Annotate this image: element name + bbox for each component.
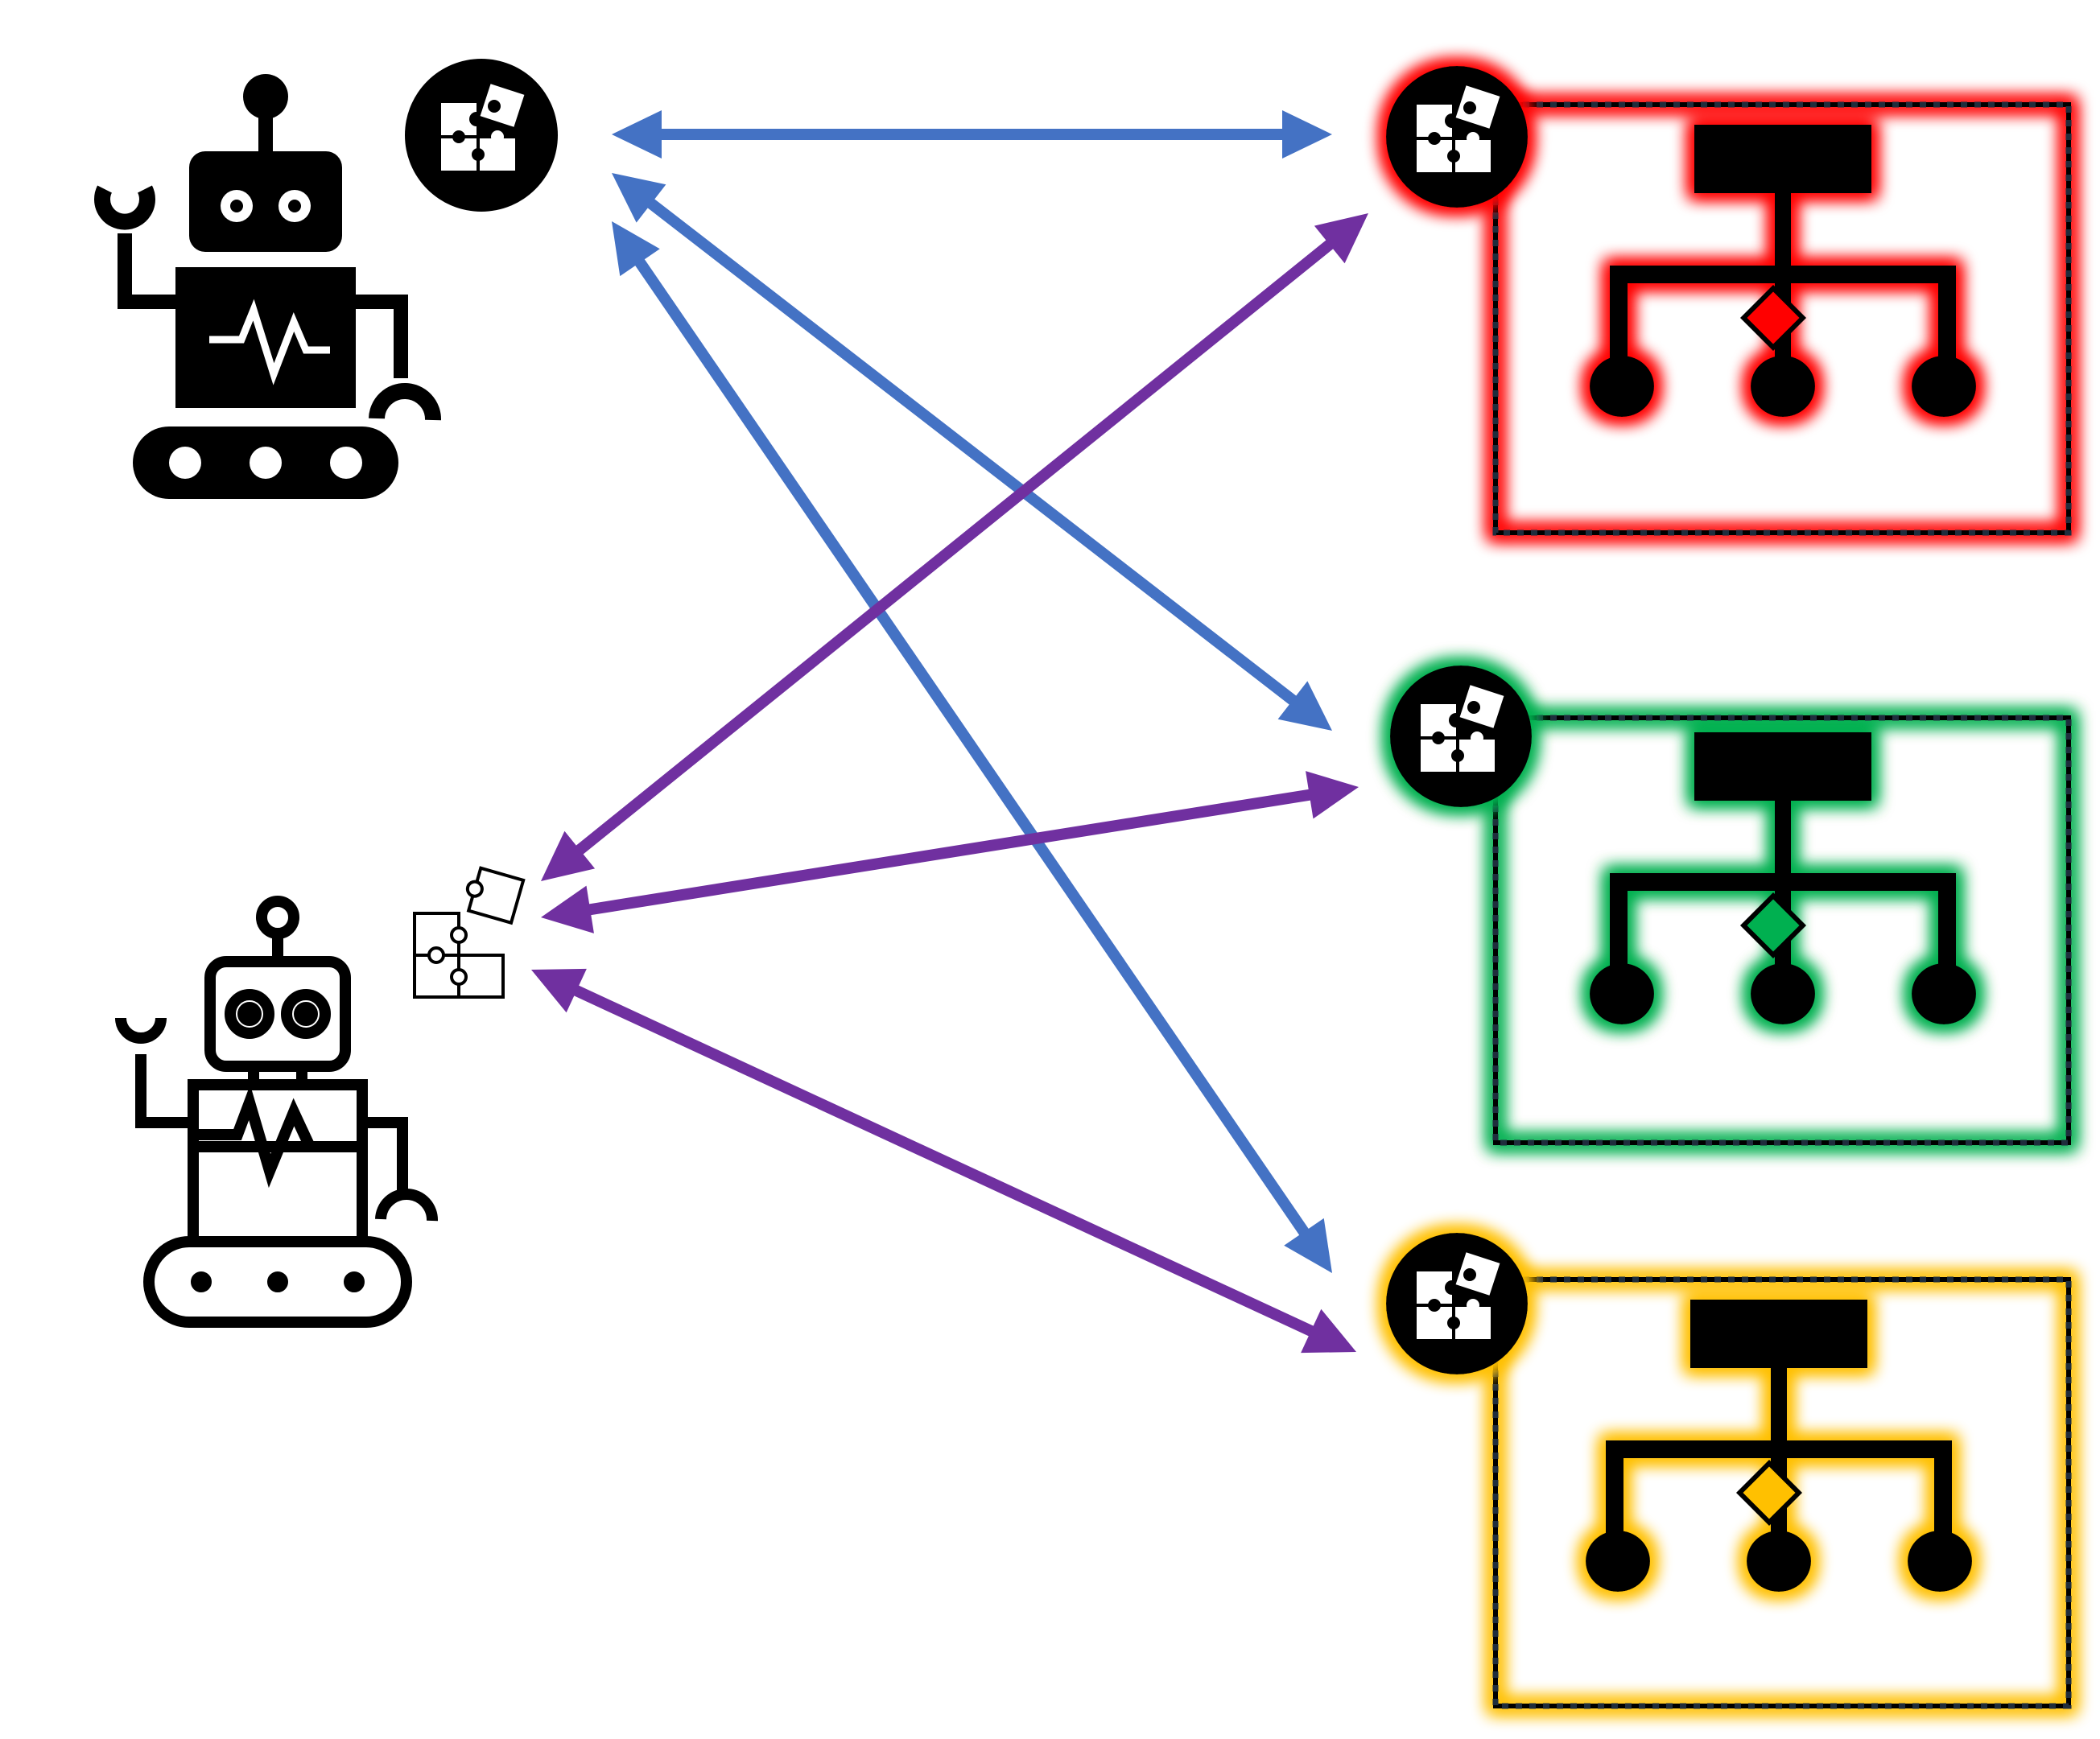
arrow-robot-b-module-green — [541, 771, 1359, 933]
arrow-robot-a-module-red — [612, 110, 1332, 159]
arrow-robot-b-module-red — [541, 213, 1368, 881]
badge-green — [1390, 666, 1532, 807]
arrowhead-module-green — [1277, 681, 1332, 731]
hierarchy-icon-yellow — [1735, 1459, 1803, 1527]
arrow-robot-a-module-green — [612, 173, 1332, 731]
dotted-border-yellow — [1492, 1276, 2072, 1709]
robot-icon-filled — [102, 74, 433, 499]
arrowhead-robot-b — [531, 968, 587, 1013]
puzzle-badge-filled — [405, 59, 558, 212]
robot-icon-outline — [121, 901, 432, 1322]
puzzle-icon-outline — [413, 864, 526, 999]
arrowhead-module-red — [1314, 213, 1368, 264]
badge-yellow — [1386, 1233, 1528, 1374]
arrowhead-robot-b — [541, 885, 594, 933]
dotted-border-green — [1492, 715, 2072, 1146]
dotted-border-red — [1492, 101, 2072, 536]
arrow-robot-b-module-yellow — [531, 968, 1356, 1354]
arrowhead-module-green — [1306, 771, 1359, 819]
arrowhead-robot-b — [541, 830, 596, 881]
arrowhead-module-red — [1282, 110, 1332, 159]
hierarchy-icon-red — [1739, 284, 1807, 352]
arrowhead-module-yellow — [1301, 1308, 1356, 1354]
connection-arrows — [531, 110, 1368, 1354]
arrowhead-robot-a — [612, 110, 662, 159]
badge-red — [1386, 66, 1528, 208]
arrow-robot-a-module-yellow — [612, 221, 1332, 1273]
arrowhead-module-yellow — [1284, 1218, 1332, 1273]
arrowhead-robot-a — [612, 173, 666, 223]
hierarchy-icon-green — [1739, 892, 1807, 959]
arrowhead-robot-a — [612, 221, 660, 277]
